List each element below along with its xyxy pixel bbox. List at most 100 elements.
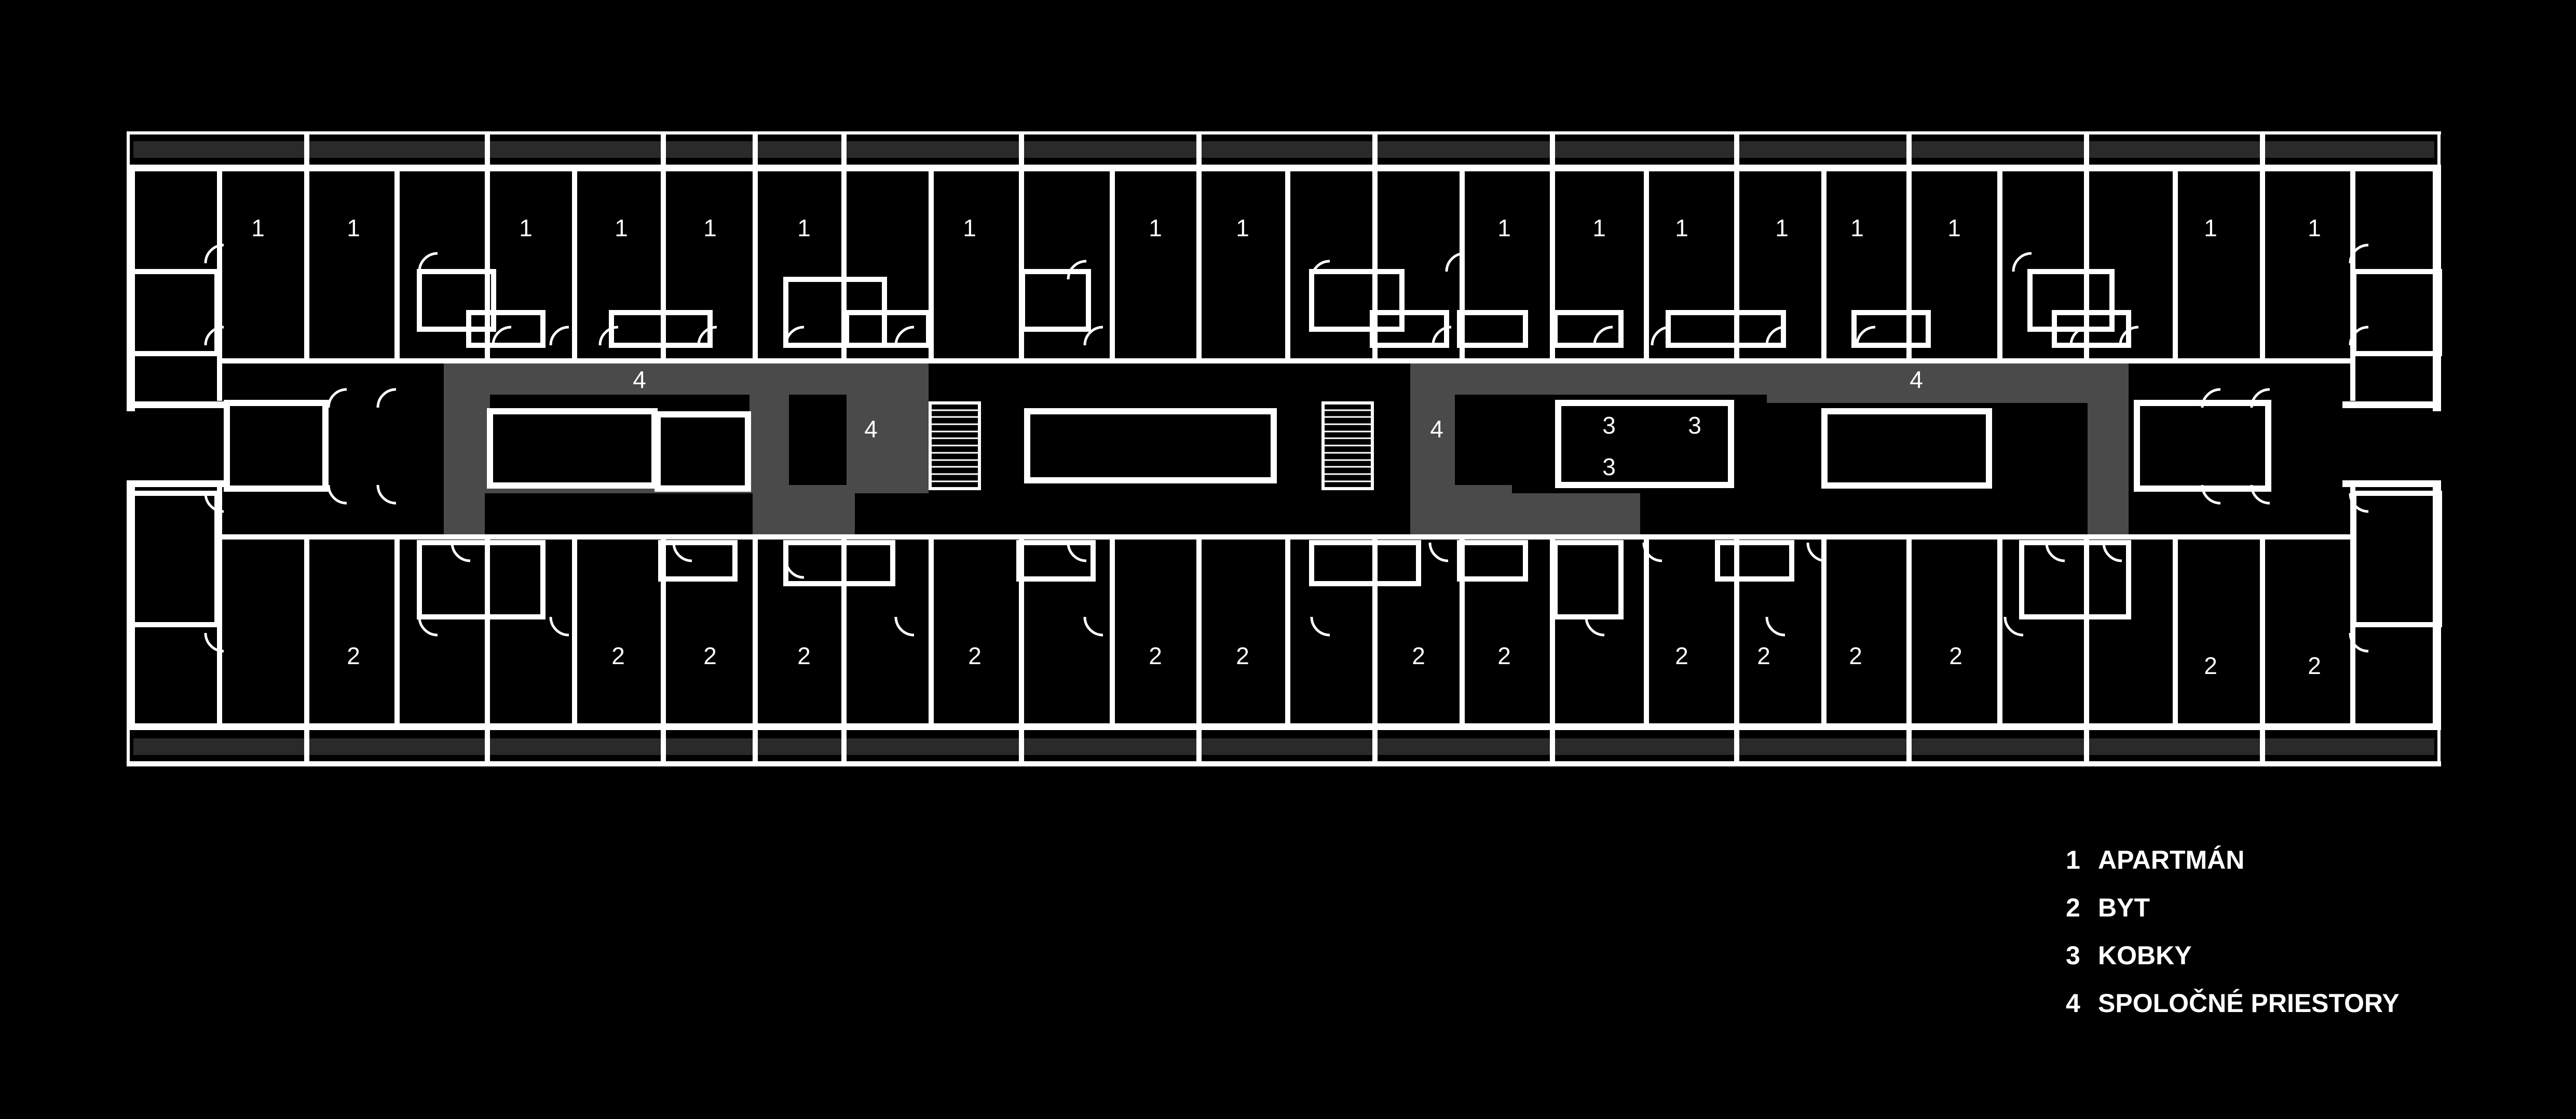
wall xyxy=(661,131,666,168)
wall xyxy=(2173,171,2178,358)
wall xyxy=(127,131,2441,134)
wall xyxy=(1821,540,1827,724)
door-swing xyxy=(1432,326,1452,346)
legend-label: APARTMÁN xyxy=(2098,845,2245,874)
door-swing xyxy=(1445,252,1465,272)
room-label-flat: 2 xyxy=(2308,652,2321,679)
wall xyxy=(304,729,309,765)
wall xyxy=(841,729,847,765)
door-swing xyxy=(376,388,397,408)
door-swing xyxy=(784,326,805,346)
room-label-flat: 2 xyxy=(611,642,625,669)
wall xyxy=(485,540,490,724)
wall xyxy=(1460,171,1465,358)
room-label-apartment: 1 xyxy=(1236,214,1249,241)
wall xyxy=(127,729,130,765)
room-label-flat: 2 xyxy=(1149,642,1162,669)
bathroom-box xyxy=(1552,540,1624,619)
wall xyxy=(753,131,758,168)
legend-label: KOBKY xyxy=(2098,941,2192,970)
wall xyxy=(2437,729,2441,765)
wall xyxy=(1550,540,1555,724)
bathroom-box xyxy=(1552,310,1624,348)
wall xyxy=(1285,540,1290,724)
wall xyxy=(841,131,847,168)
wall xyxy=(572,540,577,724)
wall xyxy=(1019,131,1024,168)
room-label-common: 4 xyxy=(1910,366,1923,393)
wall xyxy=(1019,540,1024,724)
room-label-apartment: 1 xyxy=(1675,214,1688,241)
legend-number: 4 xyxy=(2066,989,2080,1018)
door-swing xyxy=(1083,616,1103,637)
door-swing xyxy=(204,493,224,513)
room-label-common: 4 xyxy=(1430,415,1443,442)
balcony-strip-top xyxy=(133,141,2434,158)
legend-number: 2 xyxy=(2066,893,2080,922)
room-label-apartment: 1 xyxy=(2204,214,2217,241)
corridor-room xyxy=(1821,408,1992,489)
wall xyxy=(2260,171,2265,358)
room-label-apartment: 1 xyxy=(251,214,265,241)
common-areas xyxy=(444,358,2129,534)
wall xyxy=(1906,540,1912,724)
wall xyxy=(1821,171,1827,358)
bathroom-box xyxy=(129,269,220,356)
wall xyxy=(1906,131,1912,168)
wall xyxy=(929,540,934,724)
bathroom-box xyxy=(129,491,220,627)
room-label-flat: 2 xyxy=(968,642,982,669)
bathroom-box xyxy=(466,310,546,348)
wall xyxy=(753,540,758,724)
bathroom-box xyxy=(2351,269,2442,356)
wall xyxy=(1644,540,1649,724)
room-label-apartment: 1 xyxy=(963,214,976,241)
door-swing xyxy=(2102,542,2122,562)
corridor-room xyxy=(2134,400,2271,492)
room-label-apartment: 1 xyxy=(1947,214,1961,241)
wall xyxy=(2173,540,2178,724)
wall xyxy=(2084,171,2089,358)
door-swing xyxy=(1856,326,1876,346)
common-area xyxy=(1410,358,2129,534)
door-swing xyxy=(2349,326,2369,346)
room-label-apartment: 1 xyxy=(2308,214,2321,241)
bathroom-box xyxy=(417,540,546,619)
bathroom-box xyxy=(1457,310,1528,348)
room-label-apartment: 1 xyxy=(797,214,811,241)
corridor-room xyxy=(1024,408,1277,483)
room-label-storage: 3 xyxy=(1602,412,1616,439)
wall xyxy=(127,165,2441,171)
wall xyxy=(661,540,666,724)
room-label-flat: 2 xyxy=(1949,642,1962,669)
door-swing xyxy=(1067,542,1087,562)
bathroom-box xyxy=(658,540,738,582)
room-label-common: 4 xyxy=(633,366,646,393)
room-label-apartment: 1 xyxy=(1850,214,1864,241)
door-swing xyxy=(2003,616,2024,637)
wall xyxy=(1460,540,1465,724)
room-label-flat: 2 xyxy=(1412,642,1425,669)
wall xyxy=(1550,171,1555,358)
wall xyxy=(1997,540,2002,724)
corridor-room xyxy=(1555,400,1734,488)
wall xyxy=(127,761,2441,766)
door-swing xyxy=(1593,326,1613,346)
door-swing xyxy=(327,388,347,408)
door-swing xyxy=(1642,542,1662,562)
common-area-cutout xyxy=(1455,395,1512,485)
bathroom-box xyxy=(1020,269,1091,332)
wall xyxy=(304,171,309,358)
wall xyxy=(127,401,225,408)
door-swing xyxy=(2012,252,2032,272)
bathroom-box xyxy=(417,269,496,332)
room-label-apartment: 1 xyxy=(1775,214,1789,241)
door-swing xyxy=(697,326,717,346)
wall xyxy=(304,540,309,724)
